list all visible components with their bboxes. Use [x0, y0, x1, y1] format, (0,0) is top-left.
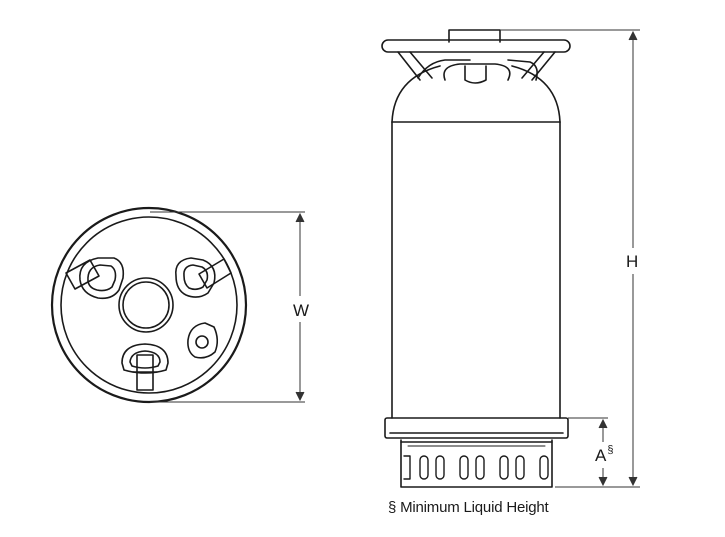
center-hub-outer — [118, 277, 174, 333]
lug-bottom — [121, 343, 169, 391]
height-label: H — [626, 252, 639, 271]
strainer — [400, 439, 553, 488]
lifting-eye — [464, 65, 487, 84]
top-view — [50, 206, 248, 404]
dimension-h — [500, 29, 640, 488]
minimum-liquid-note: § Minimum Liquid Height — [388, 499, 549, 516]
cable-gland — [187, 322, 219, 359]
motor-body — [391, 121, 561, 419]
lug-right — [174, 257, 232, 298]
strainer-slots — [403, 455, 549, 480]
motor-dome — [391, 65, 561, 123]
side-view — [381, 29, 571, 488]
dimension-a — [568, 417, 608, 487]
a-label: A§ — [595, 444, 614, 465]
outer-rim — [50, 206, 248, 404]
dimension-w — [150, 211, 305, 403]
lower-band — [384, 417, 569, 439]
a-letter: A — [595, 446, 607, 465]
lug-left — [65, 257, 125, 300]
handle-block — [448, 29, 501, 43]
center-hub-inner — [122, 281, 170, 329]
a-section-mark: § — [607, 444, 614, 456]
width-label: W — [293, 301, 310, 320]
inner-rim — [60, 216, 238, 394]
top-flange — [381, 39, 571, 53]
